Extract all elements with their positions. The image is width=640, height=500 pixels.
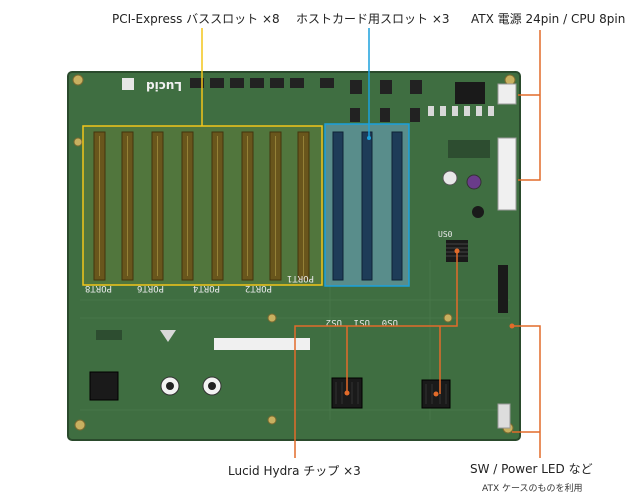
logo-text: Lucid: [146, 79, 182, 93]
cpu-8pin-connector: [497, 83, 517, 105]
hub-labels: US0 US1 US2: [326, 317, 398, 327]
top-components: [190, 78, 485, 122]
atx-power-label: ATX 電源 24pin / CPU 8pin: [471, 12, 626, 26]
host-card-slots: [332, 131, 403, 281]
host-slot: [361, 131, 373, 281]
hub-label: US0: [382, 317, 398, 327]
small-buttons: [428, 106, 494, 116]
atx-power-connectors: [497, 83, 517, 211]
sw-power-led-label: SW / Power LED など: [470, 462, 593, 476]
port-label: PORT8: [85, 283, 112, 293]
hub-label: US1: [354, 317, 370, 327]
port-label: PORT6: [137, 283, 164, 293]
sw-callout-dot: [509, 323, 515, 329]
port-labels: PORT8 PORT6 PORT4 PORT2 PORT1: [85, 273, 314, 293]
hydra-callout-line: [294, 325, 440, 458]
sw-callout-line: [512, 325, 541, 458]
atx-callout-line: [518, 30, 541, 181]
sw-led-header: [497, 403, 511, 429]
host-slot: [391, 131, 403, 281]
blank-sticker: [214, 338, 310, 350]
host-slot: [332, 131, 344, 281]
port-label: PORT2: [245, 283, 272, 293]
chip-label: US0: [438, 230, 453, 239]
hub-label: US2: [326, 317, 342, 327]
host-slots-label: ホストカード用スロット ×3: [296, 12, 450, 26]
lucid-logo: Lucid: [122, 78, 182, 93]
pcie-slots-label: PCI-Express バススロット ×8: [112, 12, 280, 26]
lower-left-components: [89, 330, 222, 401]
host-slot-callout-dot: [367, 136, 371, 140]
sw-power-led-note: ATX ケースのものを利用: [482, 484, 583, 494]
capacitors-right: [442, 140, 490, 218]
atx-24pin-connector: [497, 137, 517, 211]
pcie-slot-pins: [99, 136, 304, 276]
hydra-callout-dot: [454, 248, 460, 254]
pcie-callout-box: [82, 125, 323, 286]
hydra-callout-branch-3: [440, 251, 458, 327]
hydra-chips-label: Lucid Hydra チップ ×3: [228, 464, 361, 478]
right-header: [498, 265, 508, 313]
port-label: PORT4: [193, 283, 220, 293]
port-label: PORT1: [287, 273, 314, 283]
